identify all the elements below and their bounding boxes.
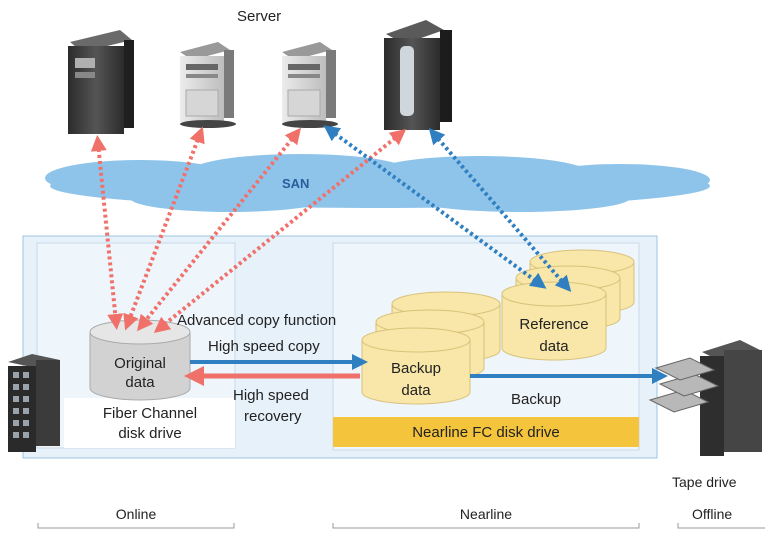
nearline-fc-label: Nearline FC disk drive bbox=[412, 424, 560, 441]
server-tower-icon bbox=[180, 42, 236, 128]
backup-data-label-2: data bbox=[401, 382, 431, 399]
original-data-label-1: Original bbox=[114, 355, 166, 372]
tape-library-icon bbox=[648, 340, 762, 456]
disk-array-icon bbox=[8, 354, 60, 452]
high-speed-recovery-label-2: recovery bbox=[244, 408, 302, 425]
high-speed-recovery-label-1: High speed bbox=[233, 387, 309, 404]
blue-san-links bbox=[323, 125, 572, 293]
nearline-fc-bar bbox=[333, 417, 639, 447]
server-tower-icon bbox=[282, 42, 338, 128]
rack-server-icon bbox=[384, 20, 452, 130]
tape-drive-label: Tape drive bbox=[672, 474, 737, 490]
fc-disk-label-1: Fiber Channel bbox=[102, 405, 198, 422]
san-cloud bbox=[45, 154, 710, 212]
server-label: Server bbox=[237, 8, 282, 25]
backup-disk-stack bbox=[361, 291, 501, 405]
reference-data-label-2: data bbox=[539, 338, 569, 355]
tier-offline-label: Offline bbox=[692, 506, 733, 522]
tier-nearline-label: Nearline bbox=[459, 506, 513, 522]
fc-disk-label-2: disk drive bbox=[118, 425, 182, 442]
high-speed-copy-label: High speed copy bbox=[208, 338, 320, 355]
tier-brackets bbox=[37, 523, 765, 529]
tier-online-label: Online bbox=[115, 506, 157, 522]
reference-data-label-1: Reference bbox=[519, 316, 589, 333]
original-data-label-2: data bbox=[125, 374, 155, 391]
backup-data-label-1: Backup bbox=[390, 360, 442, 377]
fc-disk-label-box bbox=[64, 398, 235, 448]
san-label: SAN bbox=[282, 176, 310, 191]
server-tower-icon bbox=[68, 30, 134, 134]
red-san-links bbox=[90, 126, 407, 334]
advanced-copy-label: Advanced copy function bbox=[177, 312, 337, 329]
backup-label: Backup bbox=[511, 391, 562, 408]
